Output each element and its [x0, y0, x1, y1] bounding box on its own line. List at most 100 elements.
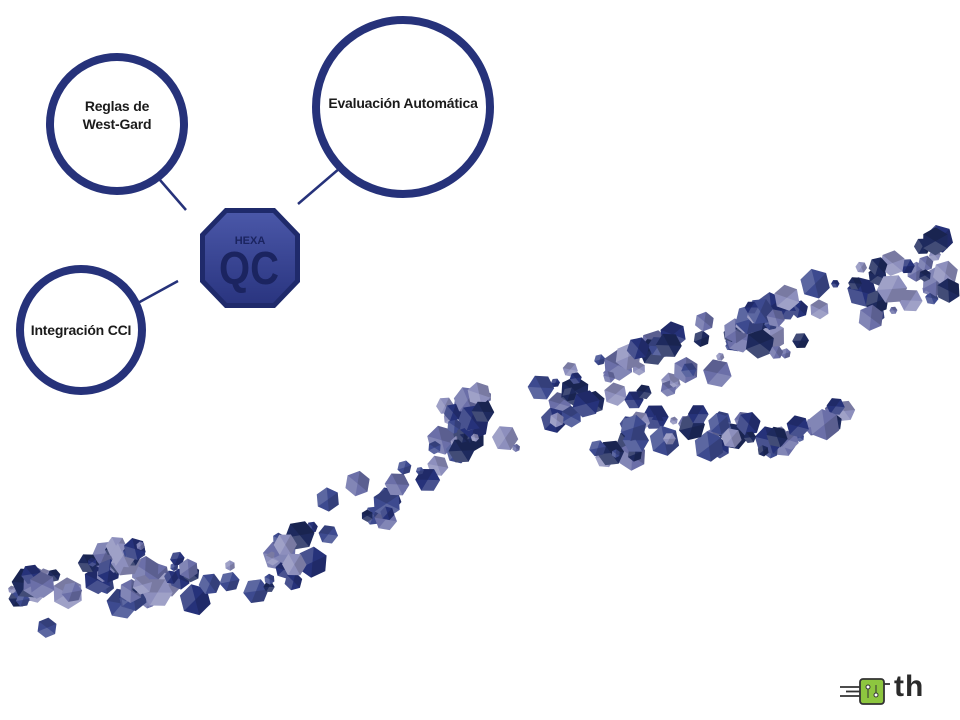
- cube-shape: [651, 414, 664, 426]
- connector-cci: [135, 279, 179, 306]
- cube-shape: [30, 571, 55, 598]
- cube-shape: [743, 431, 757, 443]
- cube-shape: [876, 275, 908, 303]
- cube-shape: [889, 306, 898, 315]
- cube-shape: [179, 584, 211, 616]
- cube-shape: [604, 382, 627, 406]
- cube-shape: [932, 260, 958, 287]
- cube-shape: [318, 525, 339, 544]
- cube-shape: [87, 557, 97, 567]
- cube-shape: [937, 278, 960, 303]
- cube-shape: [264, 573, 275, 585]
- cube-shape: [766, 309, 785, 327]
- cube-shape: [345, 470, 370, 497]
- cube-shape: [721, 428, 742, 448]
- cube-shape: [397, 460, 412, 475]
- cube-shape: [848, 277, 862, 290]
- cube-shape: [636, 384, 652, 400]
- cube-shape: [550, 378, 560, 387]
- cube-shape: [458, 433, 468, 443]
- cube-shape: [800, 268, 830, 299]
- cube-shape: [219, 572, 240, 592]
- hexa-qc-hub: HEXA QC: [200, 208, 300, 308]
- cube-shape: [282, 553, 307, 576]
- cube-shape: [164, 570, 179, 584]
- chip-icon: [840, 678, 890, 705]
- cube-shape: [736, 412, 761, 436]
- cube-shape: [757, 445, 769, 457]
- cube-shape: [826, 398, 845, 415]
- westgard-label-line1: Reglas de: [84, 98, 150, 114]
- cube-shape: [769, 346, 784, 359]
- cube-shape: [136, 541, 145, 551]
- cube-shape: [198, 573, 221, 595]
- cube-shape: [415, 468, 441, 491]
- cube-shape: [492, 426, 519, 450]
- brand-text: th: [894, 670, 925, 703]
- cube-shape: [923, 227, 948, 256]
- cube-shape: [549, 412, 564, 428]
- cube-shape: [179, 558, 198, 580]
- cube-shape: [527, 375, 555, 400]
- cube-shape: [448, 439, 475, 463]
- cube-shape: [37, 617, 57, 638]
- node-auto-evaluation: Evaluación Automática: [312, 16, 494, 198]
- connector-westgard: [159, 179, 187, 211]
- cube-shape: [467, 382, 491, 406]
- cube-shape: [855, 261, 868, 273]
- cube-shape: [809, 409, 840, 441]
- cube-shape: [919, 269, 931, 282]
- cube-shape: [693, 330, 710, 347]
- cube-shape: [8, 585, 16, 594]
- cube-shape: [603, 371, 616, 383]
- cube-shape: [695, 311, 714, 332]
- cube-shape: [655, 333, 682, 357]
- cube-shape: [669, 378, 679, 388]
- cube-shape: [868, 257, 888, 276]
- cube-shape: [792, 333, 809, 349]
- cube-shape: [681, 363, 697, 378]
- cube-shape: [663, 433, 676, 445]
- cube-shape: [263, 582, 275, 592]
- cube-shape: [898, 289, 923, 312]
- cube-shape: [562, 387, 577, 402]
- cube-shape: [694, 431, 724, 462]
- cube-shape: [415, 467, 424, 475]
- cube-shape: [273, 534, 297, 555]
- cube-shape: [669, 416, 678, 425]
- westgard-label-line2: West-Gard: [82, 116, 152, 132]
- node-cci-integration: Integración CCI: [16, 265, 146, 395]
- cube-shape: [831, 280, 840, 288]
- cube-shape: [918, 255, 934, 272]
- cube-shape: [569, 372, 582, 384]
- cube-shape: [61, 582, 83, 602]
- cube-shape: [589, 440, 606, 457]
- cube-shape: [512, 443, 520, 452]
- cube-shape: [774, 284, 800, 311]
- cube-shape: [858, 304, 883, 331]
- cube-shape: [428, 440, 441, 455]
- cube-shape: [443, 403, 462, 422]
- cube-shape: [132, 575, 153, 595]
- cube-shape: [687, 405, 709, 424]
- cube-shape: [384, 473, 410, 496]
- connector-auto: [297, 167, 341, 205]
- cube-shape: [380, 506, 395, 521]
- cube-shape: [361, 509, 373, 522]
- cube-shape: [572, 390, 600, 418]
- cube-shape: [284, 572, 303, 591]
- cube-shape: [744, 301, 758, 314]
- cube-shape: [471, 401, 495, 422]
- cube-shape: [745, 328, 774, 359]
- cube-shape: [766, 426, 788, 448]
- cube-shape: [243, 579, 269, 604]
- hub-big-text: QC: [219, 244, 279, 295]
- brand-logo: th: [838, 670, 942, 712]
- cube-shape: [594, 354, 606, 366]
- cube-shape: [225, 560, 235, 571]
- cube-shape: [716, 352, 725, 361]
- cube-shape: [626, 337, 650, 360]
